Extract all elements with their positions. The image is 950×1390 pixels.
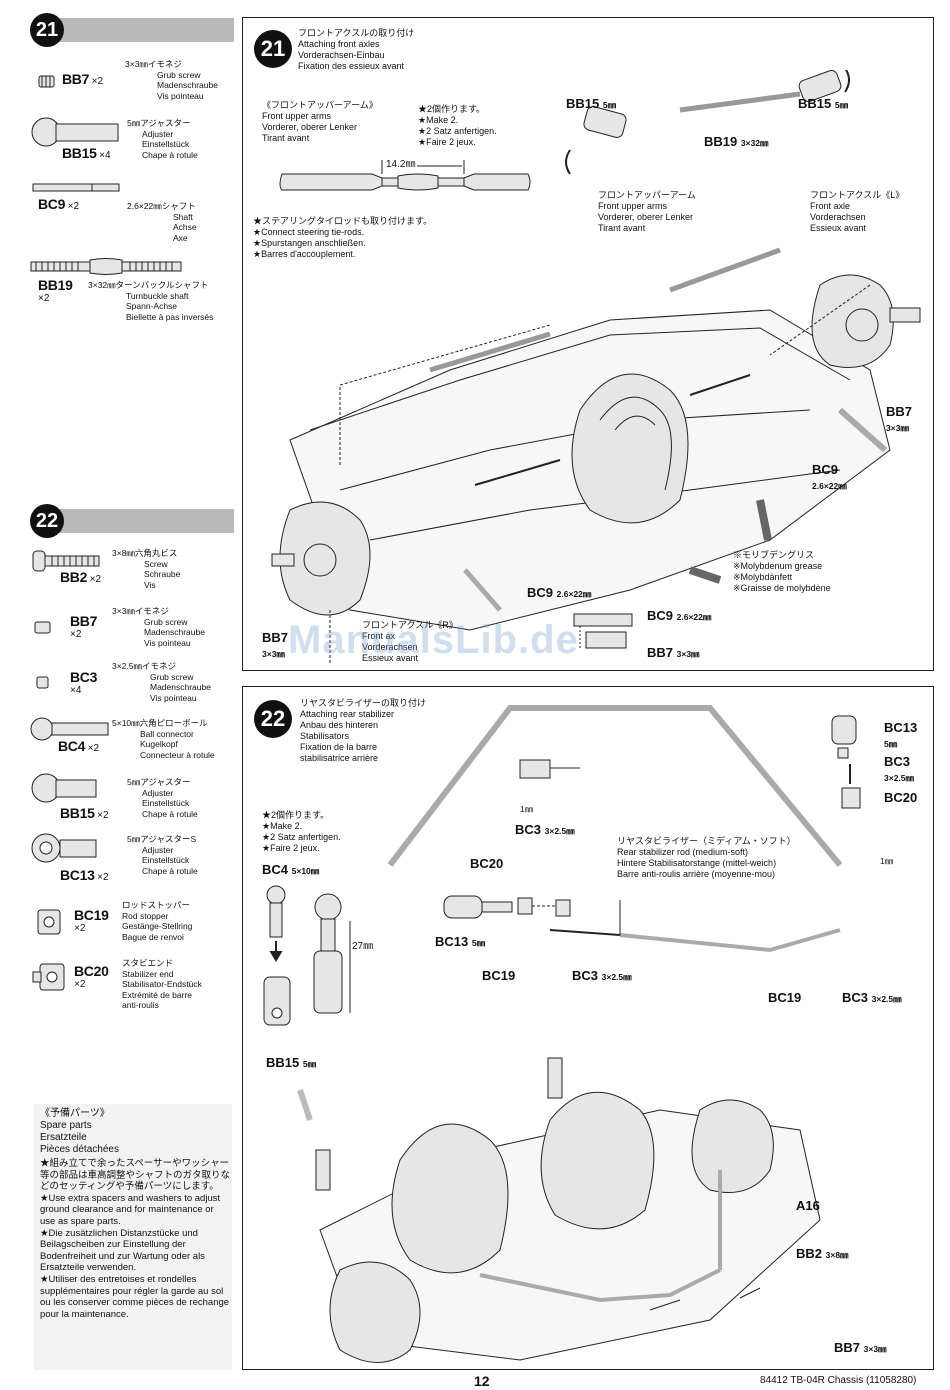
part-bb15-22-code: BB15 ×2 (60, 805, 109, 821)
label-bb2: BB2 3×8㎜ (796, 1246, 849, 1261)
grub-screw-shaft-detail (573, 613, 633, 650)
grub-screw-icon (38, 75, 55, 88)
label-bb15-22: BB15 5㎜ (266, 1055, 317, 1070)
part-bb7-22-desc: 3×3㎜イモネジ Grub screw Madenschraube Vis po… (112, 606, 205, 648)
dimension-1mm-right: 1㎜ (880, 856, 894, 866)
stabilizer-end-icon (32, 963, 65, 991)
label-bb7-22: BB7 3×3㎜ (834, 1340, 887, 1355)
label-bc3-far: BC3 3×2.5㎜ (842, 990, 902, 1005)
spare-parts-notes: ★組み立てで余ったスペーサーやワッシャー等の部品は車高調整やシャフトのガタ取りな… (40, 1158, 231, 1320)
label-bc9-bottom: BC9 2.6×22㎜ (527, 585, 592, 600)
spare-parts-box: 《予備パーツ》 Spare parts Ersatzteile Pièces d… (34, 1104, 232, 1370)
panel-21-number-badge: 21 (254, 30, 292, 68)
part-bc3-desc: 3×2.5㎜イモネジ Grub screw Madenschraube Vis … (112, 661, 211, 703)
panel-22-title: リヤスタビライザーの取り付け Attaching rear stabilizer… (300, 698, 427, 763)
ball-connector-adjuster-drawing (263, 885, 351, 1026)
label-bb7-box: BB7 3×3㎜ (647, 645, 700, 660)
part-bb15-22-desc: 5㎜アジャスター Adjuster Einstellstück Chape à … (127, 777, 198, 819)
label-bc3-mid: BC3 3×2.5㎜ (572, 968, 632, 983)
front-axle-right-callout: フロントアクスル《R》 Front ax Vorderachsen Essieu… (362, 620, 458, 663)
label-bc9-box: BC9 2.6×22㎜ (647, 608, 712, 623)
step-22-panel (242, 686, 934, 1370)
label-bc19-right: BC19 (768, 990, 802, 1005)
watermark: ManualsLib.de (288, 618, 579, 662)
dimension-27mm: 27㎜ (352, 941, 374, 952)
step-22-header-bar (34, 509, 234, 533)
stabilizer-end-assembly-left (443, 895, 571, 919)
front-upper-arm-title: 《フロントアッパーアーム》 Front upper arms Vorderer,… (262, 100, 378, 143)
part-bc20-desc: スタビエンド Stabilizer end Stabilisator-Endst… (122, 958, 202, 1010)
ball-connector-icon (30, 717, 109, 741)
dimension-1mm-left: 1㎜ (520, 804, 534, 814)
panel-22-number-badge: 22 (254, 700, 292, 738)
screw-icon (32, 550, 100, 572)
part-bc19-code: BC19×2 (74, 907, 109, 934)
page-number: 12 (474, 1373, 490, 1389)
label-bc4: BC4 5×10㎜ (262, 862, 320, 877)
label-bb15-top: BB15 5㎜ (566, 96, 617, 111)
label-bc20-left: BC20 (470, 856, 504, 871)
grub-screw-icon (34, 621, 51, 634)
part-bb15-desc: 5㎜アジャスター Adjuster Einstellstück Chape à … (127, 118, 198, 160)
part-bb19-code: BB19×2 (38, 277, 73, 304)
part-bc9-desc: 2.6×22㎜シャフト Shaft Achse Axe (127, 201, 197, 243)
label-bc19-left: BC19 (482, 968, 516, 983)
adjuster-icon (31, 117, 119, 147)
adjuster-s-icon (31, 833, 97, 863)
part-bb7-22-code: BB7×2 (70, 613, 98, 640)
part-bc4-code: BC4 ×2 (58, 738, 100, 754)
label-bc3-top: BC3 3×2.5㎜ (515, 822, 575, 837)
part-bc4-desc: 5×10㎜六角ピローボール Ball connector Kugelkopf C… (112, 718, 215, 760)
part-bb2-code: BB2 ×2 (60, 569, 102, 585)
label-a16: A16 (796, 1198, 820, 1213)
part-bc9-code: BC9 ×2 (38, 196, 80, 212)
turnbuckle-shaft-icon (30, 258, 182, 275)
dimension-14-2mm: 14.2㎜ (384, 159, 418, 171)
stabilizer-end-assembly-right (831, 715, 861, 809)
stabilizer-rod-drawing (387, 705, 843, 953)
part-bb19-desc: 3×32㎜ターンバックルシャフト Turnbuckle shaft Spann-… (88, 280, 214, 322)
label-bc20-right: BC20 (884, 790, 918, 805)
step-21-number-badge: 21 (30, 13, 64, 47)
grease-note: ※モリブデングリス ※Molybdenum grease ※Molybdänfe… (733, 550, 831, 593)
upper-arms-callout: フロントアッパーアーム Front upper arms Vorderer, o… (598, 190, 696, 233)
part-bb15-code: BB15 ×4 (62, 145, 111, 161)
rear-stabilizer-rod-callout: リヤスタビライザー（ミディアム・ソフト） Rear stabilizer rod… (617, 836, 796, 879)
part-bc20-code: BC20×2 (74, 963, 109, 990)
rod-stopper-icon (37, 909, 61, 935)
label-bc13-left: BC13 5㎜ (435, 934, 486, 949)
make-2-note-21: ★2個作ります。 ★Make 2. ★2 Satz anfertigen. ★F… (418, 104, 497, 147)
part-bb7-code: BB7 ×2 (62, 71, 104, 87)
label-bb19: BB19 3×32㎜ (704, 134, 769, 149)
panel-21-title: フロントアクスルの取り付け Attaching front axles Vord… (298, 28, 415, 71)
part-bc3-code: BC3×4 (70, 669, 98, 696)
label-bb15-right: BB15 5㎜ (798, 96, 849, 111)
front-axle-left-callout: フロントアクスル《L》 Front axle Vorderachsen Essi… (810, 190, 905, 233)
part-bb2-desc: 3×8㎜六角丸ビス Screw Schraube Vis (112, 548, 181, 590)
product-code: 84412 TB-04R Chassis (11058280) (760, 1375, 917, 1386)
small-grub-screw-icon (36, 676, 49, 689)
part-bc13-desc: 5㎜アジャスターS Adjuster Einstellstück Chape à… (127, 834, 198, 876)
step-22-number-badge: 22 (30, 504, 64, 538)
step-21-panel (242, 17, 934, 671)
part-bc19-desc: ロッドストッパー Rod stopper Gestänge-Stellring … (122, 900, 193, 942)
front-axle-assembly-drawing (271, 70, 921, 665)
tie-rod-note: ★ステアリングタイロッドも取り付けます。 ★Connect steering t… (253, 216, 433, 259)
upper-arm-dimension-drawing (279, 160, 531, 191)
part-bc13-code: BC13 ×2 (60, 867, 109, 883)
step-21-header-bar (34, 18, 234, 42)
part-bb7-desc: 3×3㎜イモネジ Grub screw Madenschraube Vis po… (125, 59, 218, 101)
shaft-icon (32, 183, 120, 192)
rear-stabilizer-assembly-drawing (297, 1057, 821, 1363)
spare-parts-title: 《予備パーツ》 Spare parts Ersatzteile Pièces d… (40, 1108, 119, 1155)
make-2-note-22: ★2個作ります。 ★Make 2. ★2 Satz anfertigen. ★F… (262, 810, 341, 853)
adjuster-icon (31, 773, 97, 803)
